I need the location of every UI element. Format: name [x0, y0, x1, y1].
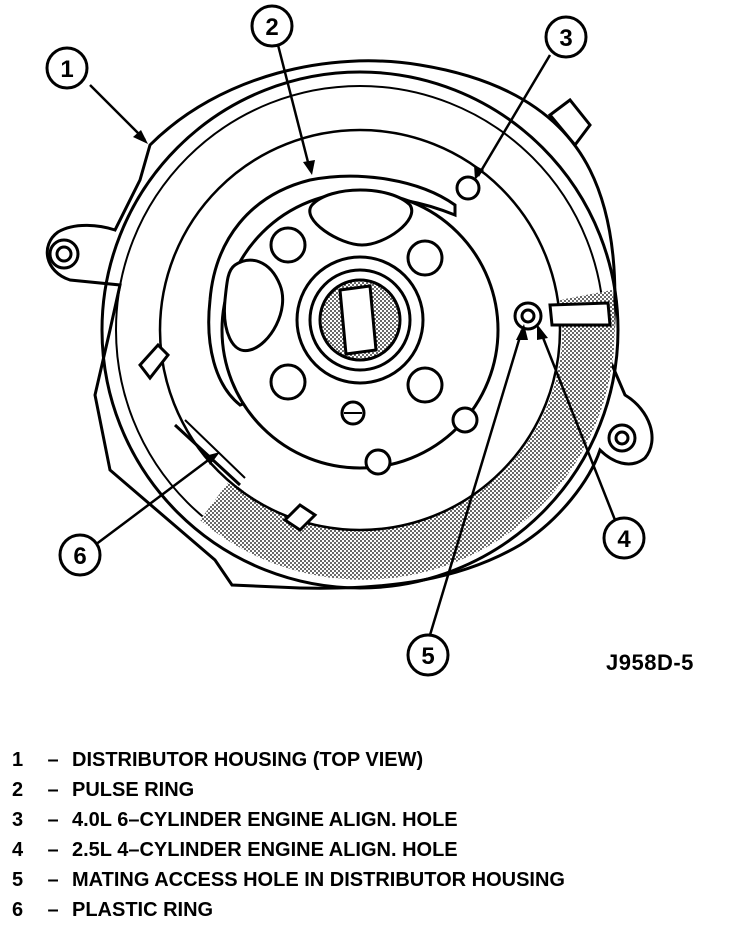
housing-tab — [547, 97, 592, 148]
legend-text: 2.5L 4–CYLINDER ENGINE ALIGN. HOLE — [72, 839, 458, 861]
hub — [222, 175, 481, 476]
legend-number: 5 — [12, 869, 24, 891]
callout-5: 5 — [421, 643, 434, 670]
legend-item: 3 – 4.0L 6–CYLINDER ENGINE ALIGN. HOLE — [12, 805, 732, 835]
legend-number: 4 — [12, 839, 24, 861]
leader-5 — [428, 329, 524, 636]
callout-circle-4 — [602, 516, 646, 560]
legend-dash: – — [47, 749, 59, 771]
callout-2: 2 — [265, 14, 278, 41]
right-slot — [548, 301, 612, 327]
legend-text: PULSE RING — [72, 779, 195, 801]
bottom-slot — [282, 503, 318, 532]
figure-code: J958D-5 — [606, 650, 694, 675]
legend-dash: – — [47, 869, 59, 891]
callout-1: 1 — [60, 56, 73, 83]
callout-circle-5 — [406, 633, 450, 677]
center-shaft — [295, 255, 425, 385]
callout-circle-3 — [544, 15, 588, 59]
legend-text: DISTRIBUTOR HOUSING (TOP VIEW) — [72, 749, 424, 771]
legend-number: 2 — [12, 779, 24, 801]
legend-number: 1 — [12, 749, 24, 771]
callout-3: 3 — [559, 25, 572, 52]
legend-item: 5 – MATING ACCESS HOLE IN DISTRIBUTOR HO… — [12, 865, 732, 895]
callout-4: 4 — [617, 526, 631, 553]
callout-6: 6 — [73, 543, 86, 570]
callout-circle-2 — [250, 4, 294, 48]
legend-dash: – — [47, 839, 59, 861]
legend: 1 – DISTRIBUTOR HOUSING (TOP VIEW) 2 – P… — [12, 745, 732, 925]
legend-item: 2 – PULSE RING — [12, 775, 732, 805]
arrowheads — [133, 130, 548, 465]
callout-numbers: 1 2 3 4 5 6 — [60, 14, 631, 670]
plastic-ring — [158, 128, 562, 532]
legend-number: 3 — [12, 809, 24, 831]
leader-2 — [276, 44, 312, 171]
legend-text: MATING ACCESS HOLE IN DISTRIBUTOR HOUSIN… — [72, 869, 565, 891]
leader-1 — [89, 84, 146, 141]
legend-dash: – — [47, 809, 59, 831]
legend-item: 1 – DISTRIBUTOR HOUSING (TOP VIEW) — [12, 745, 732, 775]
leader-lines — [89, 44, 617, 636]
legend-item: 6 – PLASTIC RING — [12, 895, 732, 925]
leader-3 — [476, 54, 552, 177]
legend-text: PLASTIC RING — [72, 899, 214, 921]
leader-6 — [94, 454, 216, 546]
legend-text: 4.0L 6–CYLINDER ENGINE ALIGN. HOLE — [72, 809, 458, 831]
callout-circle-1 — [45, 46, 89, 90]
distributor-diagram: 1 2 3 4 5 6 — [45, 4, 654, 677]
callout-circle-6 — [58, 533, 102, 577]
left-mounting-hole — [48, 238, 80, 270]
legend-number: 6 — [12, 899, 24, 921]
legend-dash: – — [47, 779, 59, 801]
shaded-region — [200, 290, 615, 580]
align-hole-4 — [513, 301, 543, 331]
callout-circles — [45, 4, 646, 677]
left-slot — [138, 342, 170, 381]
leader-4 — [538, 329, 617, 521]
legend-item: 4 – 2.5L 4–CYLINDER ENGINE ALIGN. HOLE — [12, 835, 732, 865]
legend-dash: – — [47, 899, 59, 921]
right-mounting-hole — [607, 423, 637, 453]
